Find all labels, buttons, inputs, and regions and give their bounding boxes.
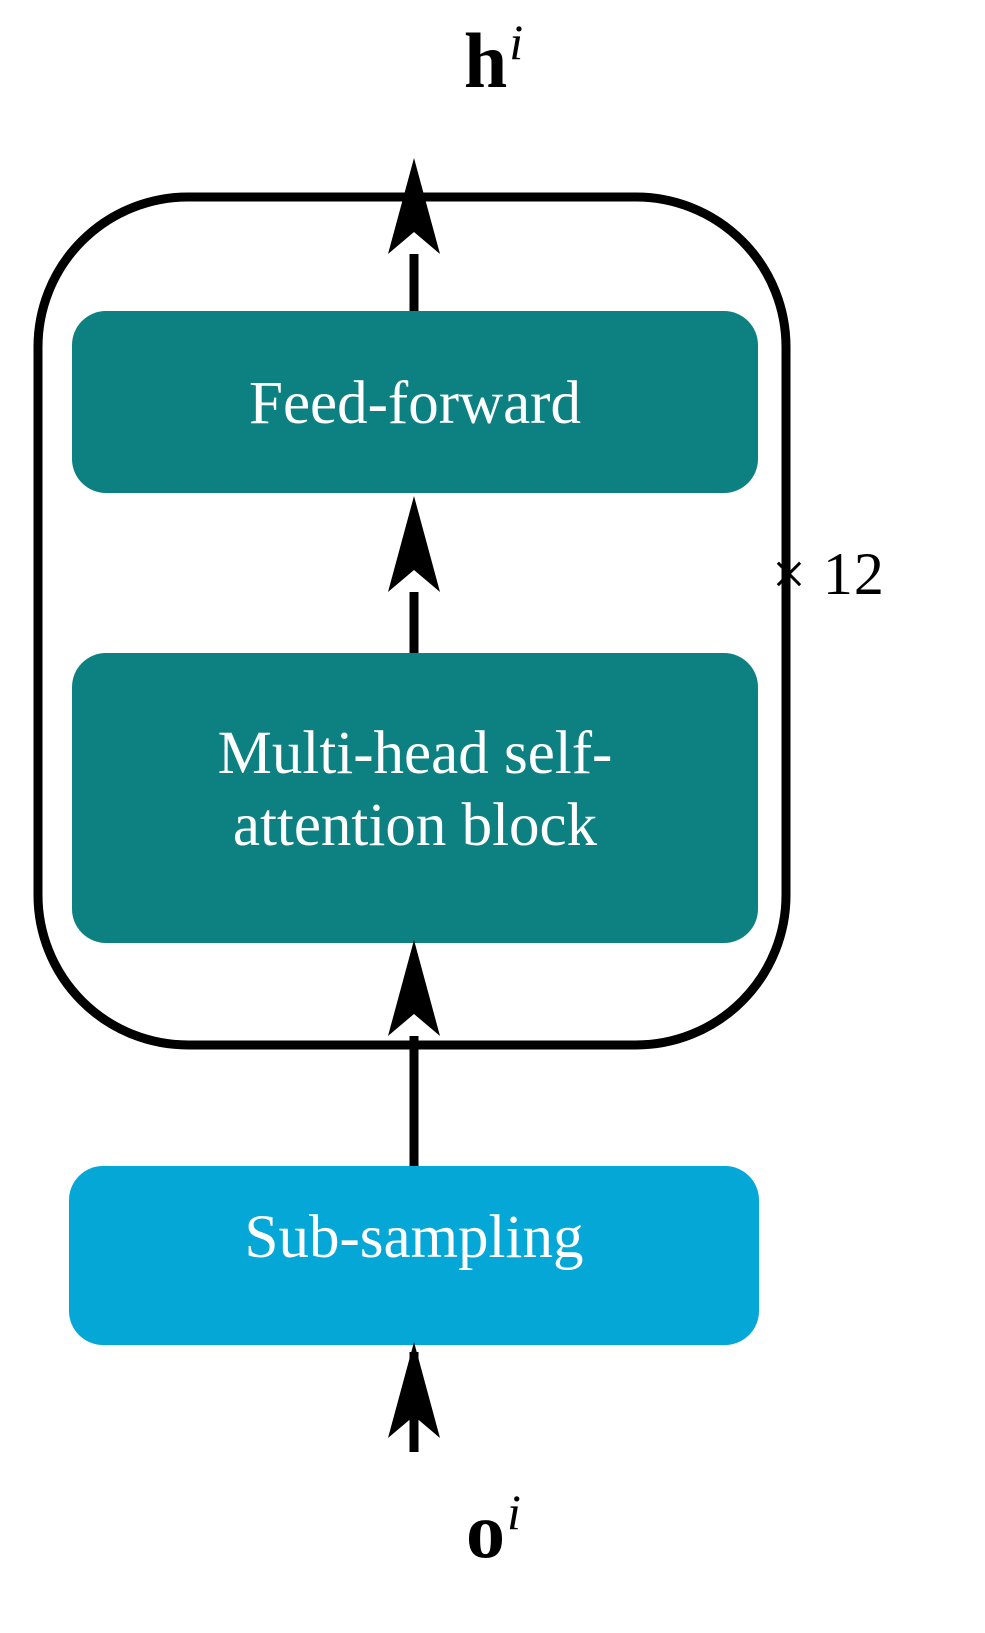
arrow-feedforward-to-output bbox=[388, 158, 440, 311]
input-signal-label: oi bbox=[0, 1487, 985, 1570]
block-sub-sampling[interactable] bbox=[69, 1166, 759, 1345]
repeat-count-label: × 12 bbox=[772, 541, 885, 607]
output-signal-label: hi bbox=[0, 17, 985, 100]
output-variable: h bbox=[463, 17, 508, 104]
output-superscript: i bbox=[509, 13, 524, 70]
arrow-subsampling-to-attention bbox=[388, 940, 440, 1166]
block-multi-head-self-attention[interactable] bbox=[72, 653, 758, 943]
block-feed-forward[interactable] bbox=[72, 311, 758, 493]
input-variable: o bbox=[466, 1487, 506, 1574]
arrow-attention-to-feedforward bbox=[388, 496, 440, 653]
input-superscript: i bbox=[507, 1483, 521, 1540]
arrow-input-to-subsampling bbox=[388, 1342, 440, 1452]
